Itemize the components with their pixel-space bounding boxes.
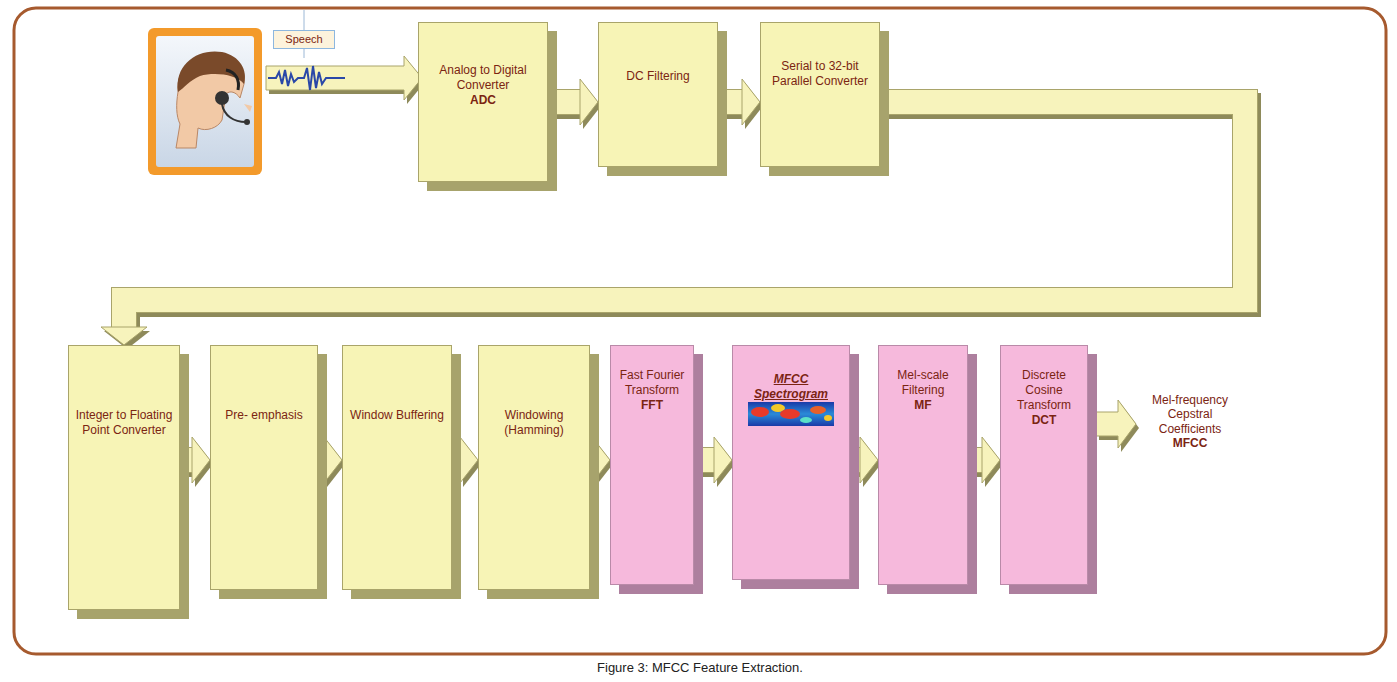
arrow-body: [318, 448, 324, 472]
input-arrow: [266, 56, 425, 104]
arrow-body: [694, 448, 714, 472]
arrow-outline: [318, 447, 324, 473]
output-label: Mel-frequency Cepstral Coefficients: [1140, 393, 1240, 436]
arrow-outline: [452, 447, 460, 473]
flow-arrow: [718, 79, 763, 129]
flow-arrow: [850, 437, 881, 487]
arrow-body: [718, 90, 742, 114]
process-box: Serial to 32-bit Parallel Converter: [760, 22, 880, 167]
abbreviation: FFT: [616, 398, 688, 413]
arrow-head: [101, 327, 147, 345]
arrow-head: [460, 437, 478, 483]
abbreviation: ADC: [424, 93, 542, 108]
flow-arrow: [968, 437, 1003, 487]
label-box: Speech: [273, 30, 335, 49]
process-box: Integer to Floating Point Converter: [68, 345, 180, 610]
arrow-head: [580, 79, 598, 125]
arrow-head: [860, 437, 878, 483]
box-label: Pre- emphasis: [216, 408, 312, 423]
output-label: MFCC: [1140, 436, 1240, 450]
box-label: MFCC Spectrogram: [738, 372, 844, 402]
arrow-head: [742, 79, 760, 125]
box-label: Mel-scale Filtering: [884, 368, 962, 398]
arrow-body: [452, 448, 460, 472]
abbreviation: MF: [884, 398, 962, 413]
box-label: DC Filtering: [604, 69, 712, 84]
flow-arrow: [548, 79, 601, 129]
box-label: Analog to Digital Converter: [424, 63, 542, 93]
box-label: Fast Fourier Transform: [616, 368, 688, 398]
speaker-illustration: [148, 28, 262, 175]
process-box: Window Buffering: [342, 345, 452, 590]
box-label: Windowing (Hamming): [484, 408, 584, 438]
transform-box: Fast Fourier TransformFFT: [610, 345, 694, 585]
arrow-body: [968, 448, 982, 472]
arrow-outline: [968, 447, 982, 473]
arrow-outline: [548, 89, 580, 115]
process-box: Analog to Digital ConverterADC: [418, 22, 548, 182]
arrow-body: [850, 448, 860, 472]
abbreviation: DCT: [1006, 413, 1082, 428]
arrow-outline: [694, 447, 714, 473]
spectrogram-box: MFCC Spectrogram: [732, 345, 850, 580]
flow-arrow: [318, 437, 345, 487]
figure-caption: Figure 3: MFCC Feature Extraction.: [400, 660, 1000, 675]
box-label: Speech: [277, 32, 331, 46]
box-label: Serial to 32-bit Parallel Converter: [766, 59, 874, 89]
process-box: Windowing (Hamming): [478, 345, 590, 590]
box-label: Discrete Cosine Transform: [1006, 368, 1082, 413]
arrow-head: [192, 437, 210, 483]
arrow-outline: [850, 447, 860, 473]
process-box: DC Filtering: [598, 22, 718, 167]
flow-arrow: [694, 437, 735, 487]
outer-frame: [14, 8, 1386, 654]
arrow-head: [324, 437, 342, 483]
arrow-head: [592, 437, 610, 483]
box-label: Integer to Floating Point Converter: [74, 408, 174, 438]
arrow-head: [982, 437, 1000, 483]
speech-waveform: [268, 66, 345, 90]
flow-arrow: [452, 437, 481, 487]
process-box: Pre- emphasis: [210, 345, 318, 590]
arrow-head: [714, 437, 732, 483]
output-arrow: [1096, 400, 1139, 452]
filter-box: Mel-scale FilteringMF: [878, 345, 968, 585]
transform-box: Discrete Cosine TransformDCT: [1000, 345, 1088, 585]
box-label: Window Buffering: [348, 408, 446, 423]
arrow-outline: [180, 447, 192, 473]
arrow-body: [548, 90, 580, 114]
arrow-body: [180, 448, 192, 472]
flow-arrow: [180, 437, 213, 487]
arrow-outline: [718, 89, 742, 115]
